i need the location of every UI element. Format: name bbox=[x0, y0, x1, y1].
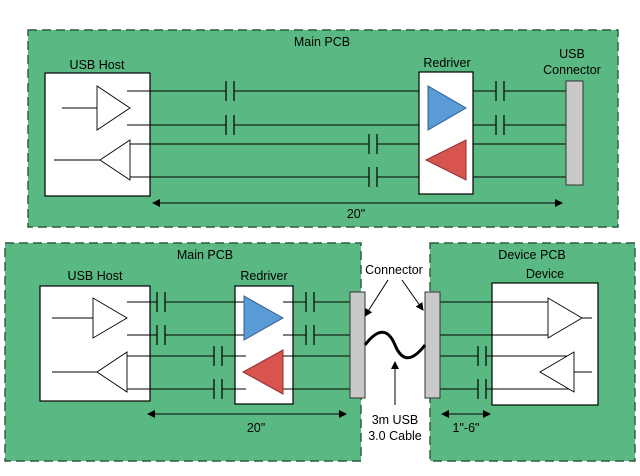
top-usb-connector-label-2: Connector bbox=[543, 63, 601, 77]
top-redriver-tx-amp bbox=[427, 85, 467, 131]
top-redriver-label: Redriver bbox=[423, 56, 470, 70]
connector-arrow-left bbox=[364, 279, 389, 317]
top-coupling-capacitors bbox=[225, 81, 505, 187]
bottom-device-box bbox=[491, 282, 599, 406]
bottom-redriver-tx-amp bbox=[243, 295, 285, 341]
bottom-host-connector bbox=[349, 291, 366, 399]
bottom-device-tx-buffer bbox=[539, 351, 575, 393]
bottom-coupling-capacitors bbox=[156, 292, 487, 399]
bottom-redriver-rx-amp bbox=[241, 349, 284, 395]
top-diagram: Main PCB USB Host bbox=[27, 29, 619, 228]
top-redriver-rx-amp bbox=[424, 139, 467, 181]
usb-cable-squiggle bbox=[363, 330, 427, 360]
bottom-host-rx-buffer bbox=[96, 351, 128, 393]
cable-label-2: 3.0 Cable bbox=[368, 429, 422, 443]
connector-arrow-right bbox=[401, 279, 424, 311]
bottom-device-label: Device bbox=[526, 267, 564, 281]
top-host-rx-buffer bbox=[99, 139, 131, 181]
top-usb-connector-label-1: USB bbox=[559, 47, 585, 61]
bottom-diagram: Main PCB Device PCB USB Host Redriver De… bbox=[4, 242, 636, 462]
bottom-main-pcb-title: Main PCB bbox=[177, 248, 233, 262]
top-length-label: 20" bbox=[347, 207, 365, 221]
connector-label: Connector bbox=[365, 263, 423, 277]
top-usb-host-label: USB Host bbox=[70, 58, 125, 72]
bottom-device-connector bbox=[424, 291, 441, 399]
bottom-wires bbox=[52, 301, 592, 390]
bottom-redriver-label: Redriver bbox=[240, 269, 287, 283]
top-main-pcb-title: Main PCB bbox=[294, 35, 350, 49]
top-host-tx-buffer bbox=[96, 85, 131, 131]
bottom-usb-host-label: USB Host bbox=[68, 269, 123, 283]
cable-label-1: 3m USB bbox=[372, 413, 419, 427]
top-usb-connector bbox=[565, 80, 584, 186]
bottom-device-rx-buffer bbox=[547, 297, 583, 339]
bottom-host-length-label: 20" bbox=[247, 421, 265, 435]
bottom-device-pcb-title: Device PCB bbox=[498, 248, 565, 262]
bottom-device-length-label: 1"-6" bbox=[453, 421, 480, 435]
bottom-host-tx-buffer bbox=[92, 297, 128, 339]
